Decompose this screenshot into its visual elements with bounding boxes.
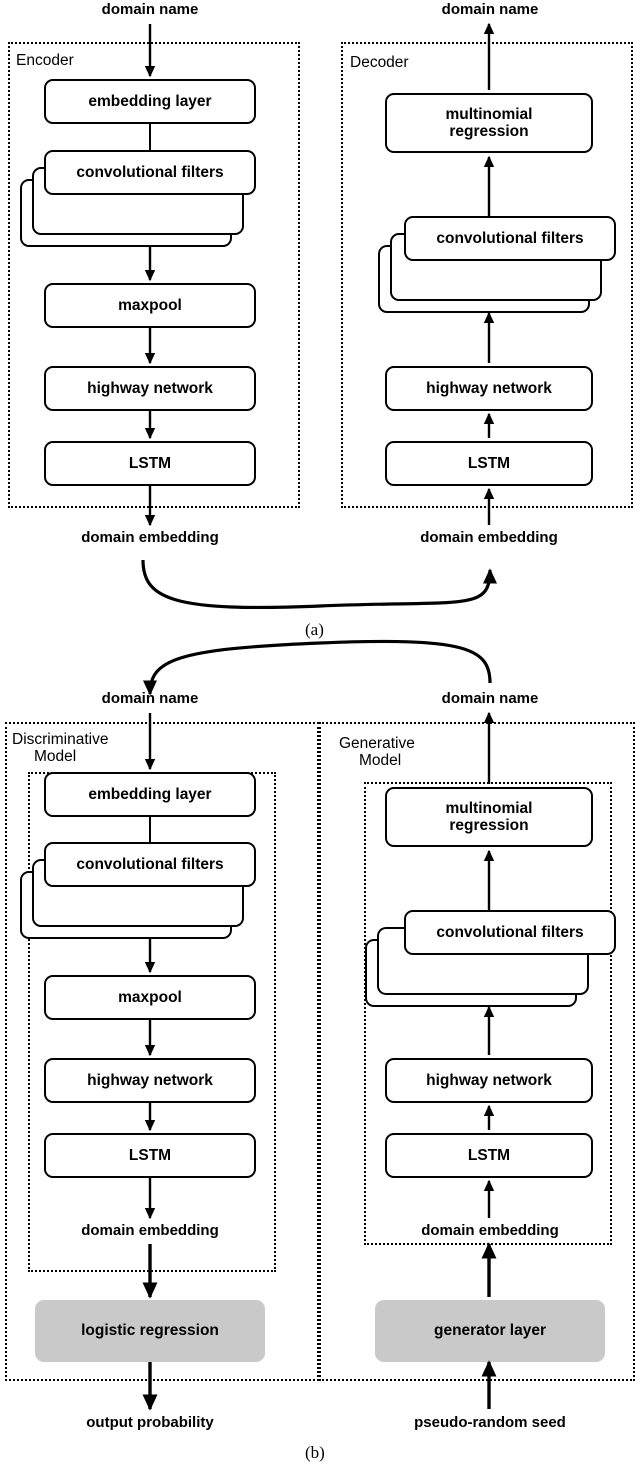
discriminative-block-logistic-regression[interactable]: logistic regression (35, 1300, 265, 1362)
encoder-title: Encoder (16, 52, 74, 69)
decoder-title: Decoder (350, 54, 409, 71)
decoder-block-multinomial-regression[interactable]: multinomial regression (385, 93, 593, 153)
generative-multinomial-line1: multinomial (445, 799, 533, 817)
discriminative-block-lstm[interactable]: LSTM (44, 1133, 256, 1178)
encoder-block-convolutional-filters[interactable]: convolutional filters (44, 150, 256, 195)
generative-title: Generative Model (339, 735, 415, 770)
discriminative-title-line1: Discriminative (12, 731, 109, 748)
decoder-block-lstm[interactable]: LSTM (385, 441, 593, 486)
curve-encoder-to-decoder (141, 559, 498, 610)
decoder-block-convolutional-filters[interactable]: convolutional filters (404, 216, 616, 261)
decoder-output-label: domain name (441, 1, 539, 18)
generative-block-lstm[interactable]: LSTM (385, 1133, 593, 1178)
discriminative-title: Discriminative Model (12, 731, 108, 766)
generative-title-line1: Generative (339, 735, 415, 752)
subfigure-b-label: (b) (305, 1443, 325, 1462)
generative-embedding-label: domain embedding (421, 1222, 559, 1239)
generative-input-label: pseudo-random seed (414, 1414, 566, 1431)
discriminative-output-label: output probability (86, 1414, 214, 1431)
encoder-panel (8, 42, 300, 508)
generative-panel (319, 722, 635, 1381)
discriminative-input-label: domain name (101, 690, 199, 707)
decoder-multinomial-line2: regression (449, 123, 529, 140)
discriminative-block-embedding-layer[interactable]: embedding layer (44, 772, 256, 817)
subfigure-a-label: (a) (305, 620, 324, 639)
encoder-block-highway-network[interactable]: highway network (44, 366, 256, 411)
generative-multinomial-line2: regression (449, 817, 529, 834)
discriminative-block-convolutional-filters[interactable]: convolutional filters (44, 842, 256, 887)
discriminative-block-highway-network[interactable]: highway network (44, 1058, 256, 1103)
discriminative-block-maxpool[interactable]: maxpool (44, 975, 256, 1020)
encoder-output-label: domain embedding (81, 529, 219, 546)
encoder-block-maxpool[interactable]: maxpool (44, 283, 256, 328)
decoder-multinomial-line1: multinomial (445, 105, 533, 123)
decoder-input-label: domain embedding (420, 529, 558, 546)
discriminative-embedding-label: domain embedding (81, 1222, 219, 1239)
decoder-block-highway-network[interactable]: highway network (385, 366, 593, 411)
curve-generative-to-discriminative (142, 639, 492, 696)
generative-title-line2: Model (359, 752, 402, 770)
discriminative-panel (5, 722, 319, 1381)
encoder-input-label: domain name (101, 1, 199, 18)
decoder-panel (341, 42, 633, 508)
generative-block-multinomial-regression[interactable]: multinomial regression (385, 787, 593, 847)
discriminative-title-line2: Model (34, 748, 77, 766)
generative-block-generator-layer[interactable]: generator layer (375, 1300, 605, 1362)
encoder-block-lstm[interactable]: LSTM (44, 441, 256, 486)
generative-block-convolutional-filters[interactable]: convolutional filters (404, 910, 616, 955)
generative-block-highway-network[interactable]: highway network (385, 1058, 593, 1103)
encoder-block-embedding-layer[interactable]: embedding layer (44, 79, 256, 124)
generative-output-label: domain name (441, 690, 539, 707)
